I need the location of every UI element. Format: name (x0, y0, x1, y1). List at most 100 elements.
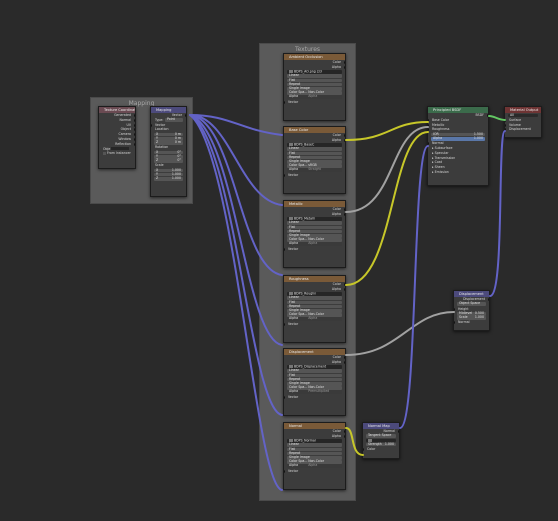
color-space-dropdown[interactable]: Color Spa...sRGB (287, 164, 342, 168)
socket-icon[interactable] (151, 123, 152, 127)
color-space-dropdown[interactable]: Color Spa...Non-Color (287, 313, 342, 317)
socket-icon[interactable] (344, 134, 345, 137)
extension-dropdown[interactable]: Repeat (287, 304, 342, 309)
interpolation-dropdown[interactable]: Linear (287, 221, 342, 225)
mapping-node[interactable]: Mapping Vector Type: Point Vector Locati… (150, 106, 187, 197)
texture-coordinate-node[interactable]: Texture Coordinate Generated Normal UV O… (98, 106, 136, 169)
socket-icon[interactable] (134, 118, 135, 122)
input-color[interactable]: Color (363, 447, 399, 452)
socket-icon[interactable] (284, 100, 285, 104)
principled-bsdf-header[interactable]: Principled BSDF (428, 107, 488, 113)
checkbox-icon[interactable] (103, 151, 106, 155)
uv-map-field[interactable] (366, 438, 396, 443)
output-color[interactable]: Color (284, 60, 345, 65)
image-selector[interactable]: BDPS_AO.png 2/3 (287, 70, 342, 74)
socket-icon[interactable] (344, 356, 345, 359)
output-alpha[interactable]: Alpha (284, 138, 345, 143)
mapping-header[interactable]: Mapping (151, 107, 186, 113)
image-selector[interactable]: BDPS_Normal (287, 439, 342, 443)
socket-icon[interactable] (344, 283, 345, 286)
output-camera[interactable]: Camera (99, 132, 135, 137)
socket-icon[interactable] (398, 430, 399, 433)
interpolation-dropdown[interactable]: Linear (287, 369, 342, 373)
texture-coordinate-header[interactable]: Texture Coordinate (99, 107, 135, 113)
socket-icon[interactable] (134, 133, 135, 137)
input-vector[interactable]: Vector (284, 322, 345, 327)
socket-icon[interactable] (284, 469, 285, 473)
color-space-dropdown[interactable]: Color Spa...Non-Color (287, 386, 342, 390)
projection-dropdown[interactable]: Flat (287, 447, 342, 452)
source-dropdown[interactable]: Single Image (287, 233, 342, 238)
panel-sheen[interactable]: ▸ Sheen (432, 165, 445, 170)
image-texture-header[interactable]: Normal (284, 423, 345, 429)
extension-dropdown[interactable]: Repeat (287, 377, 342, 382)
image-texture-header[interactable]: Displacement (284, 349, 345, 355)
extension-dropdown[interactable]: Repeat (287, 229, 342, 234)
image-texture-node-ambient-occlusion[interactable]: Ambient Occlusion Color Alpha BDPS_AO.pn… (283, 53, 346, 121)
color-space-dropdown[interactable]: Color Spa...Non-Color (287, 238, 342, 242)
socket-icon[interactable] (284, 173, 285, 177)
source-dropdown[interactable]: Single Image (287, 86, 342, 91)
image-selector[interactable]: BDPS_Displacement (287, 365, 342, 369)
socket-icon[interactable] (134, 114, 135, 117)
normal-map-node[interactable]: Normal Map Normal Tangent Space Strength… (362, 422, 400, 459)
socket-icon[interactable] (134, 123, 135, 127)
source-dropdown[interactable]: Single Image (287, 308, 342, 313)
image-texture-header[interactable]: Base Color (284, 127, 345, 133)
source-dropdown[interactable]: Single Image (287, 455, 342, 460)
input-vector[interactable]: Vector (284, 173, 345, 178)
principled-bsdf-node[interactable]: Principled BSDF BSDF Base Color Metallic… (427, 106, 489, 186)
socket-icon[interactable] (344, 212, 345, 216)
output-window[interactable]: Window (99, 137, 135, 142)
output-color[interactable]: Color (284, 429, 345, 434)
source-dropdown[interactable]: Single Image (287, 381, 342, 386)
image-selector[interactable]: BDPS_Metalli (287, 217, 342, 221)
color-space-dropdown[interactable]: Color Spa...Non-Color (287, 460, 342, 464)
output-color[interactable]: Color (284, 133, 345, 138)
output-alpha[interactable]: Alpha (284, 287, 345, 292)
projection-dropdown[interactable]: Flat (287, 300, 342, 305)
image-texture-node-displacement[interactable]: Displacement Color Alpha BDPS_Displaceme… (283, 348, 346, 416)
output-color[interactable]: Color (284, 207, 345, 212)
input-vector[interactable]: Vector (151, 123, 186, 128)
input-vector[interactable]: Vector (284, 247, 345, 252)
socket-icon[interactable] (344, 208, 345, 211)
color-space-dropdown[interactable]: Color Spa...Non-Color (287, 91, 342, 95)
interpolation-dropdown[interactable]: Linear (287, 443, 342, 447)
input-vector[interactable]: Vector (284, 100, 345, 105)
output-reflection[interactable]: Reflection (99, 142, 135, 147)
displacement-header[interactable]: Displacement (454, 291, 489, 297)
socket-icon[interactable] (134, 137, 135, 141)
source-dropdown[interactable]: Single Image (287, 159, 342, 164)
image-texture-node-base-color[interactable]: Base Color Color Alpha BDPS_BaseC Linear… (283, 126, 346, 194)
space-dropdown[interactable]: Object Space (457, 302, 486, 306)
socket-icon[interactable] (488, 298, 489, 301)
image-texture-header[interactable]: Ambient Occlusion (284, 54, 345, 60)
projection-dropdown[interactable]: Flat (287, 225, 342, 230)
socket-icon[interactable] (134, 142, 135, 146)
interpolation-dropdown[interactable]: Linear (287, 74, 342, 78)
image-selector[interactable]: BDPS_Roughn (287, 292, 342, 296)
output-alpha[interactable]: Alpha (284, 434, 345, 439)
output-color[interactable]: Color (284, 282, 345, 287)
image-selector[interactable]: BDPS_BaseC (287, 143, 342, 147)
output-uv[interactable]: UV (99, 123, 135, 128)
image-texture-node-metallic[interactable]: Metallic Color Alpha BDPS_Metalli Linear… (283, 200, 346, 268)
input-roughness[interactable]: Roughness (428, 127, 488, 132)
socket-icon[interactable] (134, 128, 135, 132)
